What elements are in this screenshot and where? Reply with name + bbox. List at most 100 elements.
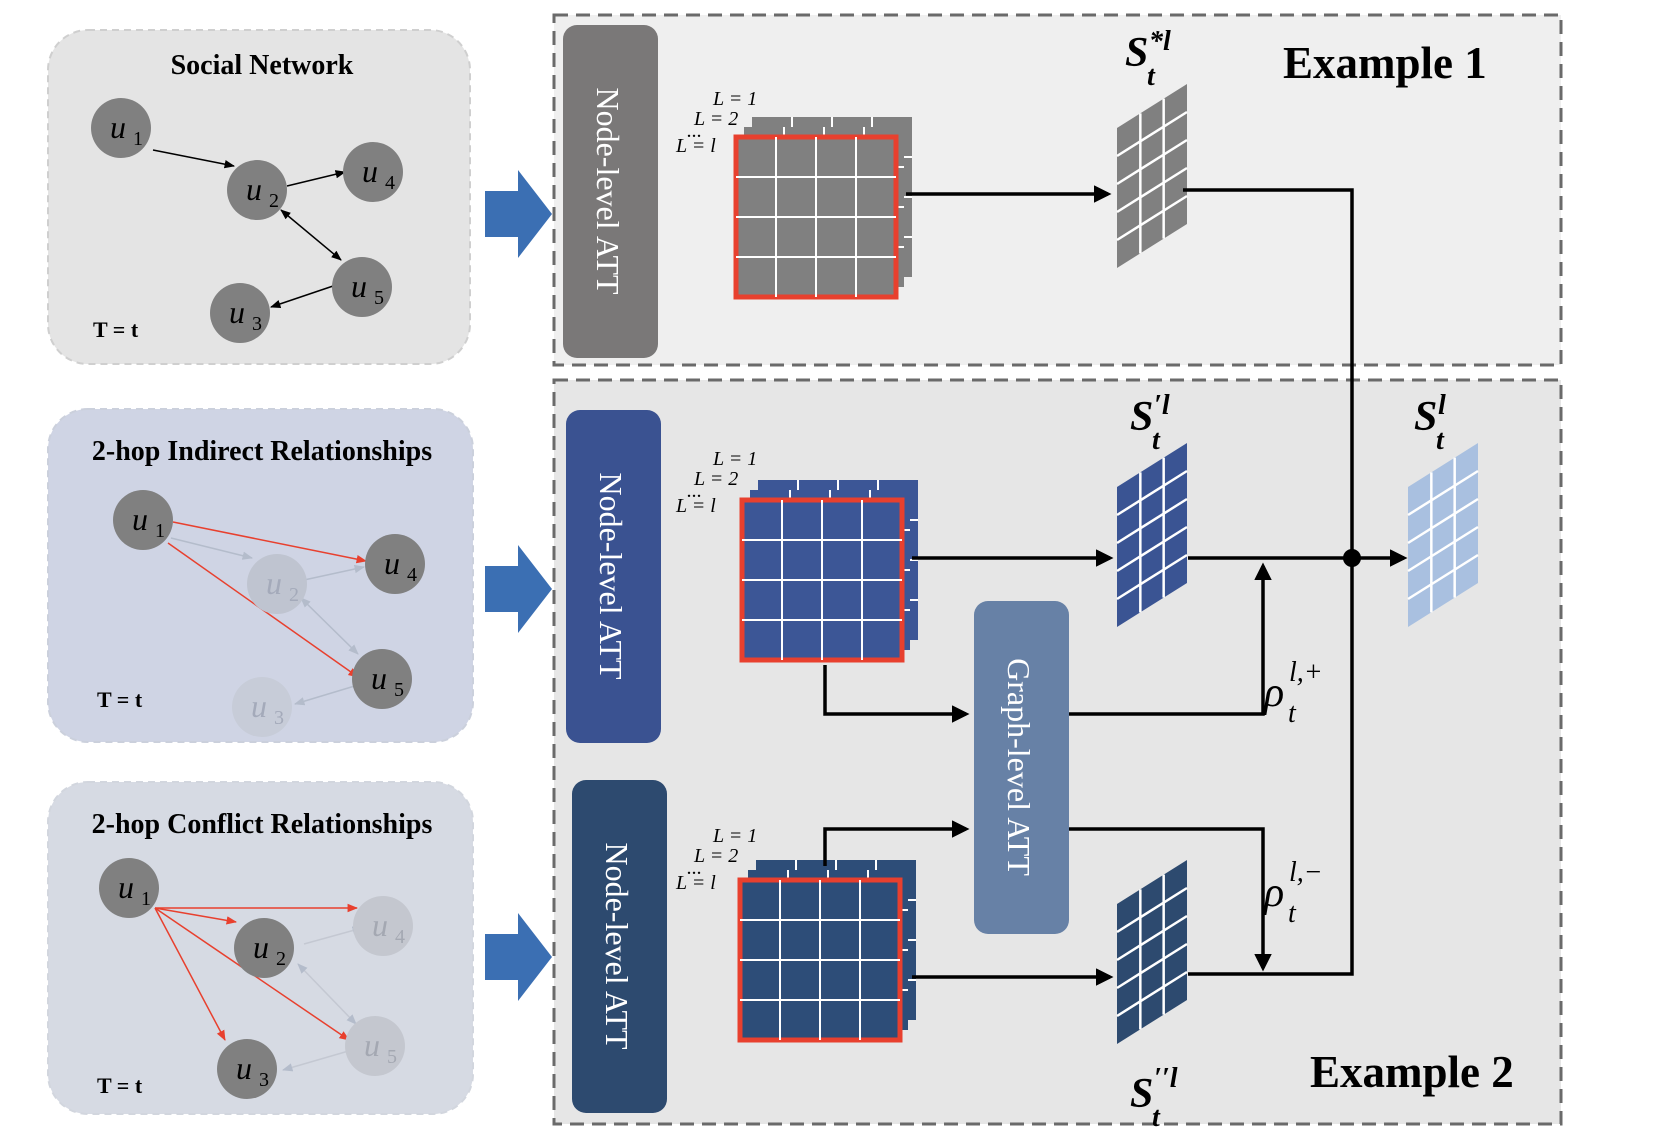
svg-text:t: t — [1152, 425, 1161, 456]
svg-text:′l: ′l — [1154, 390, 1170, 421]
arrow-right-icon — [485, 170, 552, 258]
svg-text:u: u — [351, 268, 367, 304]
svg-text:1: 1 — [141, 888, 151, 910]
example-2-label: Example 2 — [1310, 1047, 1514, 1097]
layer-labels-3: L = 1 L = 2 ... L = l — [675, 825, 757, 894]
svg-text:t: t — [1288, 698, 1297, 729]
svg-text:u: u — [371, 660, 387, 696]
svg-text:u: u — [110, 109, 126, 145]
svg-text:5: 5 — [374, 287, 384, 309]
node-u1-indirect: u 1 — [113, 490, 173, 550]
attention-matrix-stack-2 — [739, 480, 918, 663]
svg-text:u: u — [364, 1027, 380, 1063]
svg-text:l: l — [1438, 390, 1446, 421]
svg-text:4: 4 — [407, 564, 417, 586]
svg-text:Node-level ATT: Node-level ATT — [593, 472, 629, 680]
svg-text:*l: *l — [1149, 26, 1171, 57]
svg-text:3: 3 — [259, 1069, 269, 1091]
node-u2-social: u 2 — [227, 160, 287, 220]
svg-text:Graph-level ATT: Graph-level ATT — [1001, 658, 1037, 876]
attention-matrix-stack-1 — [733, 117, 912, 300]
svg-text:Node-level ATT: Node-level ATT — [599, 842, 635, 1050]
node-u3-indirect: u 3 — [232, 677, 292, 737]
svg-text:...: ... — [687, 480, 702, 502]
svg-text:ρ: ρ — [1262, 670, 1284, 716]
svg-text:t: t — [1288, 898, 1297, 929]
node-u5-social: u 5 — [332, 257, 392, 317]
svg-text:l,−: l,− — [1289, 857, 1323, 888]
svg-text:L = l: L = l — [675, 135, 716, 157]
svg-text:3: 3 — [252, 313, 262, 335]
svg-text:u: u — [132, 501, 148, 537]
svg-text:L = 2: L = 2 — [693, 108, 738, 130]
node-u2-indirect: u 2 — [247, 554, 307, 614]
svg-text:ρ: ρ — [1262, 870, 1284, 916]
svg-text:S: S — [1414, 394, 1437, 440]
svg-text:L = 2: L = 2 — [693, 845, 738, 867]
layer-labels-1: L = 1 L = 2 ... L = l — [675, 88, 757, 157]
label-rho-minus: ρ t l,− — [1262, 857, 1323, 929]
svg-text:u: u — [251, 688, 267, 724]
arrow-right-icon — [485, 913, 552, 1001]
node-level-att-module-2: Node-level ATT — [566, 410, 661, 743]
svg-text:′′l: ′′l — [1154, 1063, 1178, 1094]
node-u1-social: u 1 — [91, 98, 151, 158]
svg-text:5: 5 — [387, 1046, 397, 1068]
svg-text:4: 4 — [395, 926, 405, 948]
svg-text:1: 1 — [133, 128, 143, 150]
matrix-s-double-prime — [1116, 860, 1188, 1044]
svg-text:4: 4 — [385, 172, 395, 194]
conflict-title: 2-hop Conflict Relationships — [92, 809, 433, 840]
svg-text:t: t — [1147, 61, 1156, 92]
label-rho-plus: ρ t l,+ — [1262, 657, 1323, 729]
label-s-star: S t *l — [1125, 26, 1171, 92]
svg-text:u: u — [384, 545, 400, 581]
node-level-att-module-3: Node-level ATT — [572, 780, 667, 1113]
matrix-s-final — [1407, 443, 1479, 627]
node-level-att-module-1: Node-level ATT — [563, 25, 658, 358]
node-u2-conflict: u 2 — [234, 918, 294, 978]
node-u1-conflict: u 1 — [99, 858, 159, 918]
svg-text:3: 3 — [274, 707, 284, 729]
arrow-right-icon — [485, 545, 552, 633]
matrix-s-star — [1116, 84, 1188, 268]
example-1-panel — [552, 13, 1563, 367]
node-u4-indirect: u 4 — [365, 534, 425, 594]
time-label-indirect: T = t — [97, 687, 143, 712]
social-network-title: Social Network — [171, 50, 354, 81]
svg-text:L = 1: L = 1 — [712, 88, 757, 110]
node-u4-conflict: u 4 — [353, 896, 413, 956]
junction-dot — [1343, 549, 1361, 567]
attention-matrix-stack-3 — [737, 860, 916, 1043]
indirect-title: 2-hop Indirect Relationships — [92, 436, 432, 467]
matrix-s-prime — [1116, 443, 1188, 627]
svg-text:1: 1 — [155, 520, 165, 542]
graph-level-att-module: Graph-level ATT — [974, 601, 1069, 934]
svg-text:L = l: L = l — [675, 495, 716, 517]
svg-text:...: ... — [687, 857, 702, 879]
svg-text:u: u — [372, 907, 388, 943]
svg-text:t: t — [1436, 425, 1445, 456]
label-s-final: S t l — [1414, 390, 1446, 456]
svg-text:u: u — [246, 171, 262, 207]
svg-text:L = l: L = l — [675, 872, 716, 894]
svg-text:L = 1: L = 1 — [712, 448, 757, 470]
svg-text:Node-level ATT: Node-level ATT — [590, 87, 626, 295]
svg-text:...: ... — [687, 120, 702, 142]
flow-lines — [823, 185, 1408, 986]
svg-text:2: 2 — [269, 190, 279, 212]
svg-text:L = 2: L = 2 — [693, 468, 738, 490]
layer-labels-2: L = 1 L = 2 ... L = l — [675, 448, 757, 517]
time-label-conflict: T = t — [97, 1073, 143, 1098]
node-u3-social: u 3 — [210, 283, 270, 343]
node-u5-indirect: u 5 — [352, 649, 412, 709]
label-s-double-prime: S t ′′l — [1130, 1063, 1178, 1133]
svg-text:u: u — [118, 869, 134, 905]
svg-text:u: u — [229, 294, 245, 330]
node-u3-conflict: u 3 — [217, 1039, 277, 1099]
svg-text:u: u — [362, 153, 378, 189]
node-u4-social: u 4 — [343, 142, 403, 202]
example-1-label: Example 1 — [1283, 38, 1487, 88]
label-s-prime: S t ′l — [1130, 390, 1170, 456]
